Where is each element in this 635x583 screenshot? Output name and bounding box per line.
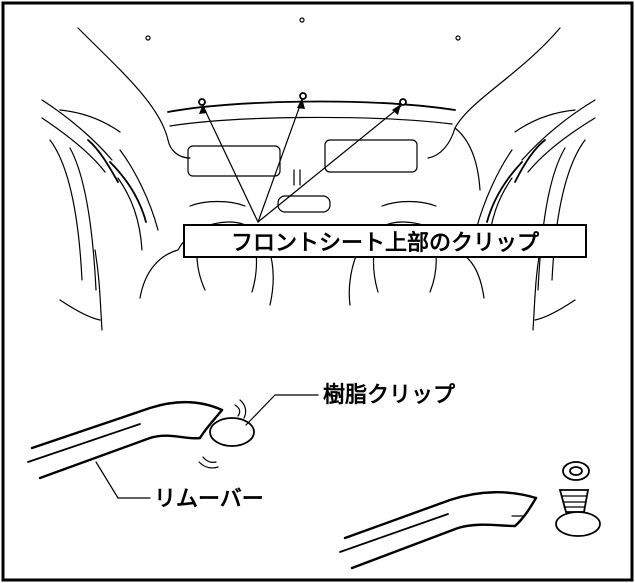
- clip-leader-arrows: [199, 98, 402, 223]
- callout-label: フロントシート上部のクリップ: [231, 230, 540, 256]
- resin-clip-label: 樹脂クリップ: [323, 382, 456, 408]
- callout-box: フロントシート上部のクリップ: [183, 224, 587, 258]
- remover-tool-prying: 樹脂クリップ リムーバー: [27, 382, 456, 512]
- vehicle-interior-illustration: [41, 17, 596, 331]
- remover-tool-with-clip: [339, 461, 601, 570]
- remover-tool-label: リムーバー: [154, 487, 264, 512]
